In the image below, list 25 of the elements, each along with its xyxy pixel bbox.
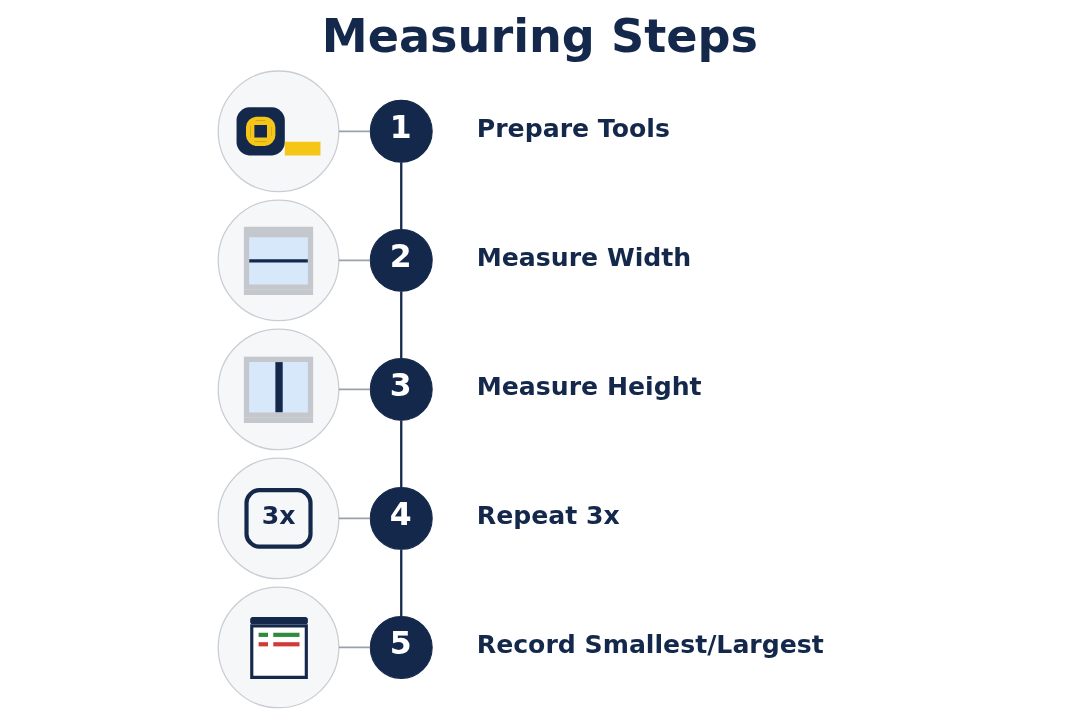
- connector: [337, 646, 371, 649]
- connector: [337, 388, 371, 391]
- node-circle: 4: [369, 486, 433, 550]
- node-circle: 3: [369, 357, 433, 421]
- node-picture: [217, 328, 339, 451]
- node-label: Record Smallest/Largest: [476, 629, 824, 659]
- node-circle: 5: [369, 615, 433, 679]
- connector: [337, 130, 371, 133]
- node-circle: 2: [369, 228, 433, 292]
- node-circle: 3x: [217, 457, 339, 580]
- connector: [337, 259, 371, 262]
- node-label: Measure Height: [476, 371, 702, 401]
- node-label: Repeat 3x: [476, 500, 620, 530]
- node-picture: [217, 586, 339, 709]
- node-circle: 1: [369, 99, 433, 163]
- diagram-title: Measuring Steps: [321, 9, 758, 64]
- node-picture: [217, 199, 339, 322]
- connector: [399, 549, 402, 617]
- node-label: Measure Width: [476, 242, 691, 272]
- connector: [399, 162, 402, 229]
- node-label: Prepare Tools: [476, 113, 670, 143]
- connector: [399, 291, 402, 358]
- connector: [337, 517, 371, 520]
- connector: [399, 420, 402, 488]
- node-picture: [217, 70, 339, 193]
